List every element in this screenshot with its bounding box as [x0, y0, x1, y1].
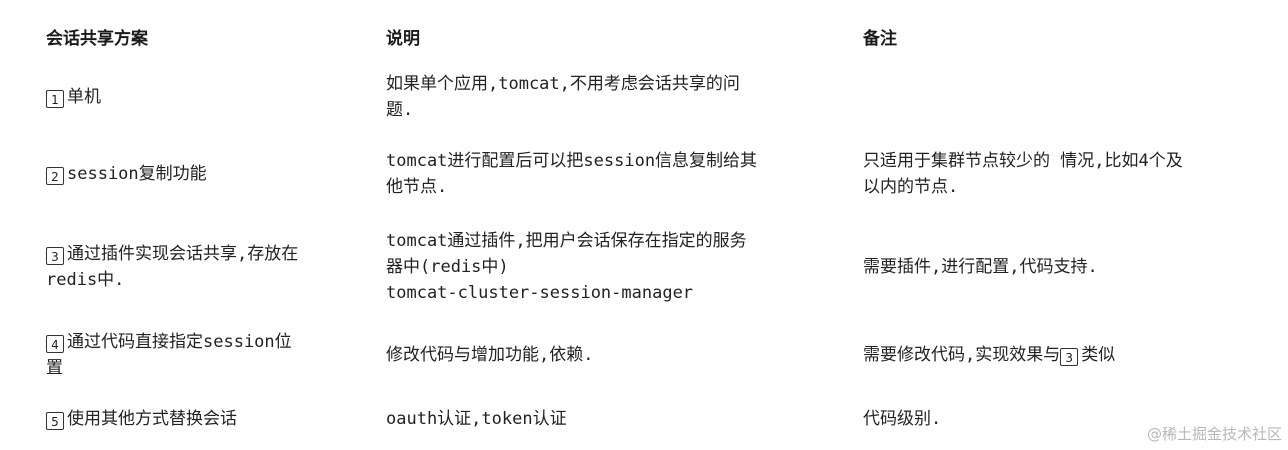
scheme-label: 使用其他方式替换会话 [67, 409, 237, 429]
note-line: 只适用于集群节点较少的 情况,比如4个及 [863, 151, 1183, 171]
header-description: 说明 [386, 28, 420, 49]
description-line: 器中(redis中) [386, 257, 509, 277]
scheme-label: 通过插件实现会话共享,存放在 [67, 244, 299, 264]
number-badge: 1 [46, 90, 64, 108]
number-badge: 5 [46, 412, 64, 430]
scheme-label: session复制功能 [67, 164, 207, 184]
description-cell: oauth认证,token认证 [366, 390, 843, 448]
description-cell: 修改代码与增加功能,依赖. [366, 320, 843, 390]
number-badge: 3 [46, 247, 64, 265]
note-line: 代码级别. [863, 409, 942, 429]
description-line: tomcat-cluster-session-manager [386, 283, 694, 303]
notes-cell: 只适用于集群节点较少的 情况,比如4个及 以内的节点. [843, 134, 1266, 214]
notes-cell: 需要插件,进行配置,代码支持. [843, 214, 1266, 320]
notes-cell: 代码级别. [843, 390, 1266, 448]
description-line: oauth认证,token认证 [386, 409, 567, 429]
description-cell: 如果单个应用,tomcat,不用考虑会话共享的问 题. [366, 60, 843, 134]
watermark: @稀土掘金技术社区 [1146, 425, 1282, 443]
number-badge: 2 [46, 167, 64, 185]
scheme-label: redis中. [46, 270, 125, 290]
description-cell: tomcat进行配置后可以把session信息复制给其 他节点. [366, 134, 843, 214]
description-line: tomcat进行配置后可以把session信息复制给其 [386, 151, 758, 171]
scheme-label: 单机 [67, 87, 101, 107]
scheme-label: 通过代码直接指定session位 [67, 332, 292, 352]
description-line: 修改代码与增加功能,依赖. [386, 345, 594, 365]
number-badge: 4 [46, 335, 64, 353]
number-badge-reference: 3 [1060, 348, 1079, 366]
header-scheme: 会话共享方案 [46, 28, 148, 49]
scheme-label: 置 [46, 358, 63, 378]
note-text: 需要修改代码,实现效果与 [863, 345, 1061, 365]
description-cell: tomcat通过插件,把用户会话保存在指定的服务 器中(redis中) tomc… [366, 214, 843, 320]
description-line: 如果单个应用,tomcat,不用考虑会话共享的问 [386, 74, 740, 94]
note-line: 需要插件,进行配置,代码支持. [863, 257, 1098, 277]
header-notes: 备注 [863, 28, 897, 49]
notes-cell [843, 60, 1266, 134]
description-line: 他节点. [386, 177, 448, 197]
description-line: 题. [386, 100, 414, 120]
description-line: tomcat通过插件,把用户会话保存在指定的服务 [386, 231, 747, 251]
note-text: 类似 [1081, 345, 1116, 365]
table-header-row: 会话共享方案 说明 备注 [26, 12, 1266, 60]
note-line: 以内的节点. [863, 177, 959, 197]
